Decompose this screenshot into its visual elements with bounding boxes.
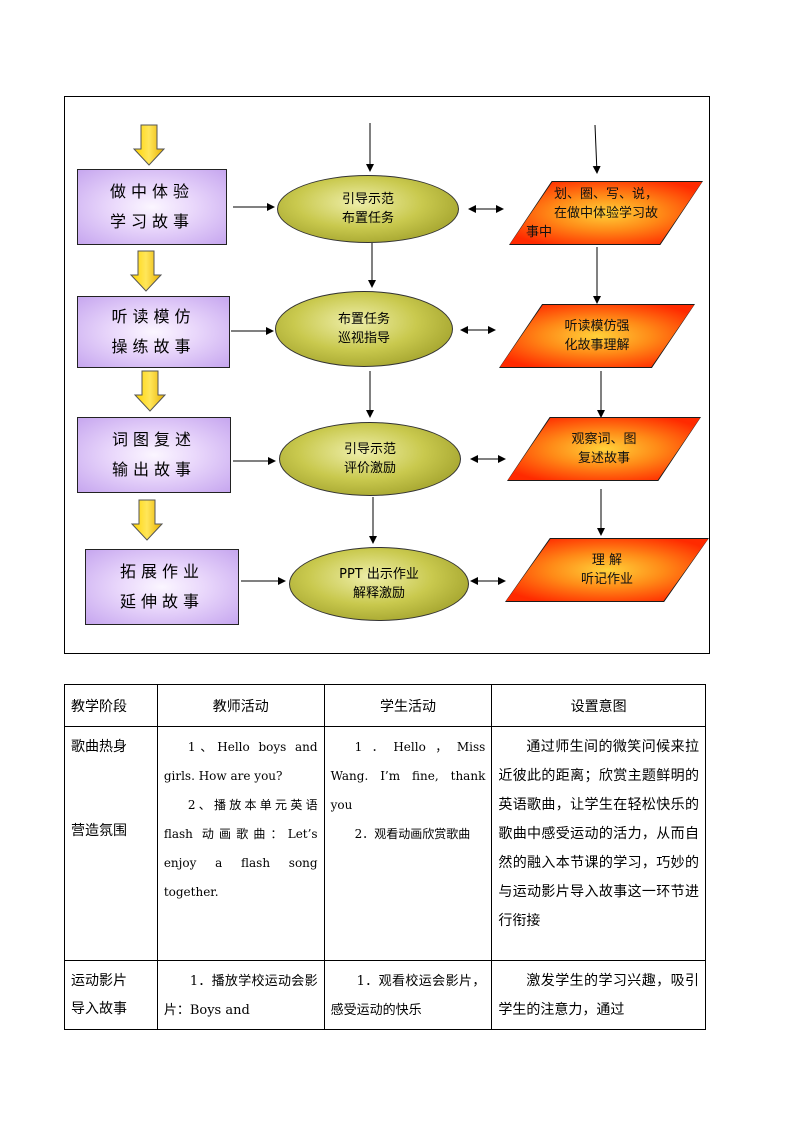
stage-text: 营造氛围 <box>71 823 127 839</box>
header-purpose: 设置意图 <box>491 684 706 727</box>
student-label: 听记作业 <box>580 572 633 587</box>
lesson-plan-table: 教学阶段 教师活动 学生活动 设置意图 歌曲热身 营造氛围 1、Hello bo… <box>64 684 706 1030</box>
stage-box: 做中体验 学习故事 <box>77 169 227 245</box>
student-activity: 1．Hello，Miss Wang. I’m fine, thank you <box>330 740 486 812</box>
stage-cell: 运动影片 导入故事 <box>64 960 158 1030</box>
teacher-label: PPT 出示作业 <box>339 567 419 582</box>
student-label: 化故事理解 <box>564 338 630 353</box>
table-header-row: 教学阶段 教师活动 学生活动 设置意图 <box>64 684 706 727</box>
student-parallelogram: 理 解 听记作业 <box>505 538 709 602</box>
stage-box: 听读模仿 操练故事 <box>77 296 230 368</box>
header-teacher: 教师活动 <box>156 684 325 727</box>
purpose-cell: 通过师生间的微笑问候来拉近彼此的距离；欣赏主题鲜明的英语歌曲，让学生在轻松快乐的… <box>491 726 706 961</box>
purpose-cell: 激发学生的学习兴趣，吸引学生的注意力，通过 <box>491 960 706 1030</box>
teacher-label: 巡视指导 <box>337 331 390 346</box>
stage-label: 输出故事 <box>111 460 196 479</box>
stage-box: 拓展作业 延伸故事 <box>85 549 239 625</box>
teacher-label: 引导示范 <box>341 192 394 207</box>
student-parallelogram: 观察词、图 复述故事 <box>507 417 701 481</box>
teacher-label: 评价激励 <box>343 461 396 476</box>
table-row: 歌曲热身 营造氛围 1、Hello boys and girls. How ar… <box>64 726 706 961</box>
purpose-text: 激发学生的学习兴趣，吸引学生的注意力，通过 <box>498 973 699 1018</box>
stage-label: 操练故事 <box>111 337 196 356</box>
stage-label: 拓展作业 <box>119 562 204 581</box>
flowchart-connectors <box>129 123 605 585</box>
header-student: 学生活动 <box>323 684 493 727</box>
table-row: 运动影片 导入故事 1．播放学校运动会影片：Boys and 1．观看校运会影片… <box>64 960 706 1030</box>
teacher-label: 布置任务 <box>337 312 390 327</box>
stage-box: 词图复述 输出故事 <box>77 417 231 493</box>
student-activity: 2．观看动画欣赏歌曲 <box>354 827 471 841</box>
down-arrow-icon <box>130 499 164 541</box>
stage-cell: 歌曲热身 营造氛围 <box>64 726 158 961</box>
student-label: 在做中体验学习故 <box>553 205 658 221</box>
student-activity: 1．观看校运会影片，感受运动的快乐 <box>330 974 486 1018</box>
header-stage: 教学阶段 <box>64 684 158 727</box>
teacher-oval: 引导示范 评价激励 <box>279 422 461 496</box>
flowchart-frame: 做中体验 学习故事 听读模仿 操练故事 词图复述 输出故事 拓展作业 延伸故事 … <box>64 96 710 654</box>
stage-label: 做中体验 <box>109 182 194 201</box>
teacher-cell: 1．播放学校运动会影片：Boys and <box>156 960 325 1030</box>
student-parallelogram: 听读模仿强 化故事理解 <box>499 304 695 368</box>
teacher-activity: 2、播放本单元英语 flash 动画歌曲：Let’s enjoy a flash… <box>163 798 318 899</box>
teacher-oval: 引导示范 布置任务 <box>277 175 459 243</box>
stage-label: 词图复述 <box>111 430 196 449</box>
down-arrow-icon <box>129 250 163 292</box>
student-label: 听读模仿强 <box>564 319 630 334</box>
down-arrow-icon <box>132 124 166 166</box>
stage-label: 学习故事 <box>109 212 194 231</box>
stage-text: 导入故事 <box>71 1001 127 1017</box>
stage-label: 延伸故事 <box>119 592 204 611</box>
teacher-label: 引导示范 <box>343 442 396 457</box>
stage-text: 运动影片 <box>71 973 127 989</box>
student-label: 观察词、图 <box>571 432 637 447</box>
teacher-oval: 布置任务 巡视指导 <box>275 291 453 367</box>
student-label: 事中 <box>525 224 552 240</box>
down-arrow-icon <box>133 370 167 412</box>
student-cell: 1．观看校运会影片，感受运动的快乐 <box>323 960 493 1030</box>
student-label: 划、圈、写、说， <box>553 186 658 202</box>
teacher-label: 解释激励 <box>352 586 405 601</box>
teacher-activity: 1、Hello boys and girls. How are you? <box>163 740 318 783</box>
student-label: 复述故事 <box>577 451 630 466</box>
teacher-activity: 1．播放学校运动会影片：Boys and <box>163 974 318 1018</box>
stage-label: 听读模仿 <box>111 307 196 326</box>
teacher-oval: PPT 出示作业 解释激励 <box>289 547 469 621</box>
stage-text: 歌曲热身 <box>71 739 127 755</box>
teacher-label: 布置任务 <box>341 211 394 226</box>
student-parallelogram: 划、圈、写、说， 在做中体验学习故 事中 <box>509 181 703 245</box>
teacher-cell: 1、Hello boys and girls. How are you? 2、播… <box>156 726 325 961</box>
student-cell: 1．Hello，Miss Wang. I’m fine, thank you 2… <box>323 726 493 961</box>
purpose-text: 通过师生间的微笑问候来拉近彼此的距离；欣赏主题鲜明的英语歌曲，让学生在轻松快乐的… <box>498 739 699 929</box>
student-label: 理 解 <box>591 553 623 568</box>
